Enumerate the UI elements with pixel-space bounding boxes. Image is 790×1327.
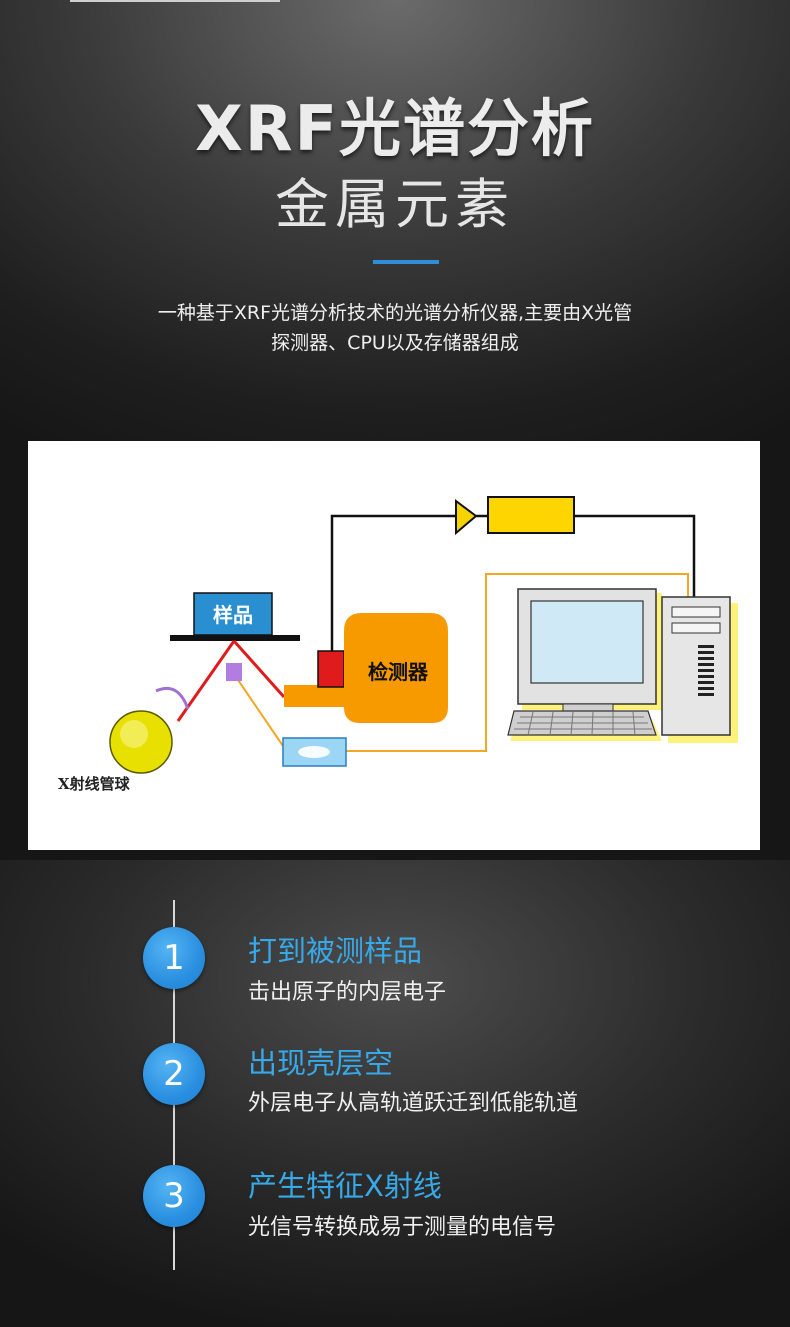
step-2-title: 出现壳层空 (248, 1046, 394, 1080)
step-3-title: 产生特征X射线 (248, 1169, 442, 1203)
tube-label: X射线管球 (58, 775, 131, 793)
tower-vents (698, 645, 714, 696)
amplifier-box (487, 496, 575, 534)
intro-line-1: 一种基于XRF光谱分析技术的光谱分析仪器,主要由X光管 (157, 302, 633, 324)
step-3-badge: 3 (143, 1165, 205, 1227)
step-1-desc: 击出原子的内层电子 (248, 980, 447, 1005)
detector-nozzle (284, 685, 354, 707)
lower-background (0, 860, 790, 1327)
computer-tower (661, 596, 731, 736)
detector-window (317, 650, 345, 688)
step-2-desc: 外层电子从高轨道跃迁到低能轨道 (248, 1091, 579, 1116)
page-title: XRF光谱分析 (195, 92, 595, 165)
orange-cable (346, 573, 689, 752)
tower-drive-2 (671, 622, 721, 634)
step-1-badge: 1 (143, 927, 205, 989)
sample-stage (170, 635, 300, 641)
page-subtitle: 金属元素 (275, 173, 515, 236)
sample-label: 样品 (213, 603, 253, 627)
top-divider-line (70, 0, 280, 2)
tower-drive-1 (671, 606, 721, 618)
amplifier-triangle (455, 499, 478, 536)
xrf-diagram: 样品 X射线管球 检测器 (28, 441, 760, 850)
step-3-desc: 光信号转换成易于测量的电信号 (248, 1215, 557, 1240)
xray-incident-beam (176, 640, 236, 722)
filter-square (226, 663, 242, 681)
monitor-screen (530, 600, 644, 684)
intro-text: 一种基于XRF光谱分析技术的光谱分析仪器,主要由X光管 探测器、CPU以及存储器… (60, 298, 730, 358)
keyboard-keys (514, 711, 652, 736)
intro-line-2: 探测器、CPU以及存储器组成 (271, 332, 519, 354)
xrf-diagram-illustration: 样品 X射线管球 检测器 (58, 496, 738, 793)
xray-tube-highlight (120, 720, 148, 748)
step-1-title: 打到被测样品 (248, 934, 423, 968)
collimator-arc (155, 686, 190, 710)
xray-fluorescence-beam (232, 640, 286, 698)
processor-device (282, 737, 347, 767)
orange-beam-line (233, 673, 284, 747)
detector-body (344, 613, 448, 723)
detector-label: 检测器 (368, 660, 429, 684)
accent-bar (373, 260, 439, 264)
signal-wire-computer (574, 514, 696, 601)
processor-device-light (298, 746, 330, 758)
signal-wire-up (330, 514, 456, 651)
step-2-badge: 2 (143, 1043, 205, 1105)
